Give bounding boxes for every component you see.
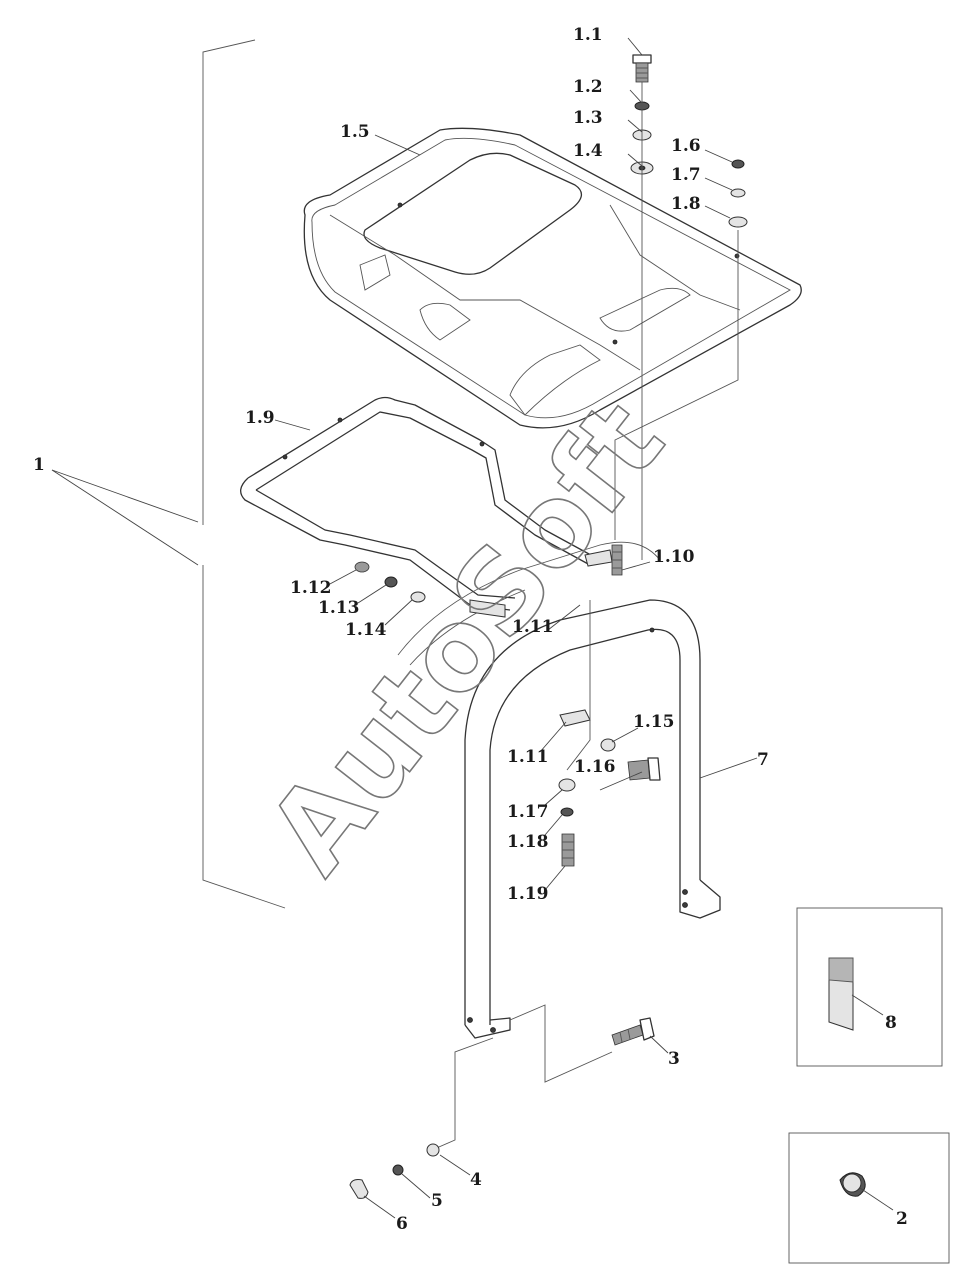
callout-1-4: 1.4 [573, 141, 603, 161]
callout-1-3: 1.3 [573, 108, 603, 128]
leader-lines [274, 37, 894, 1219]
callout-8: 8 [885, 1013, 897, 1033]
callout-3: 3 [668, 1049, 680, 1069]
callout-1-1: 1.1 [573, 25, 603, 45]
callout-1-11-upper: 1.11 [512, 617, 553, 637]
callout-1-13: 1.13 [318, 598, 359, 618]
callout-1-15: 1.15 [633, 712, 674, 732]
callout-1-6: 1.6 [671, 136, 701, 156]
callout-1-5: 1.5 [340, 122, 370, 142]
callout-2: 2 [896, 1209, 908, 1229]
callout-1: 1 [33, 455, 45, 475]
callout-4: 4 [470, 1170, 482, 1190]
inset-box-part-8 [796, 907, 943, 1067]
hardware-set-lower [558, 600, 661, 867]
callout-1-10: 1.10 [653, 547, 695, 567]
bolt-1-10 [611, 544, 623, 576]
callout-5: 5 [431, 1191, 443, 1211]
callout-6: 6 [396, 1214, 408, 1234]
mounting-bracket [469, 549, 613, 727]
callout-1-17: 1.17 [507, 802, 548, 822]
hardware-set-left [354, 561, 426, 603]
inset-box-part-2 [788, 1132, 950, 1264]
callout-7: 7 [757, 750, 769, 770]
roll-bar [397, 541, 721, 1039]
callout-1-8: 1.8 [671, 194, 701, 214]
hardware-set-base [349, 1143, 440, 1199]
nut-stack-right [728, 159, 748, 228]
callout-1-9: 1.9 [245, 408, 275, 428]
callout-1-12: 1.12 [290, 578, 331, 598]
callout-1-11-lower: 1.11 [507, 747, 548, 767]
callout-1-19: 1.19 [507, 884, 548, 904]
roof-frame [240, 396, 601, 611]
roof-canopy [303, 127, 802, 429]
bolt-3 [611, 1017, 655, 1046]
callout-1-18: 1.18 [507, 832, 548, 852]
callout-1-7: 1.7 [671, 165, 701, 185]
callout-1-2: 1.2 [573, 77, 603, 97]
assembly-bracket [51, 39, 286, 909]
callout-1-16: 1.16 [574, 757, 615, 777]
callout-labels: 1 1.1 1.2 1.3 1.4 1.5 1.6 1.7 1.8 1.9 1.… [33, 25, 908, 1234]
callout-1-14: 1.14 [345, 620, 387, 640]
